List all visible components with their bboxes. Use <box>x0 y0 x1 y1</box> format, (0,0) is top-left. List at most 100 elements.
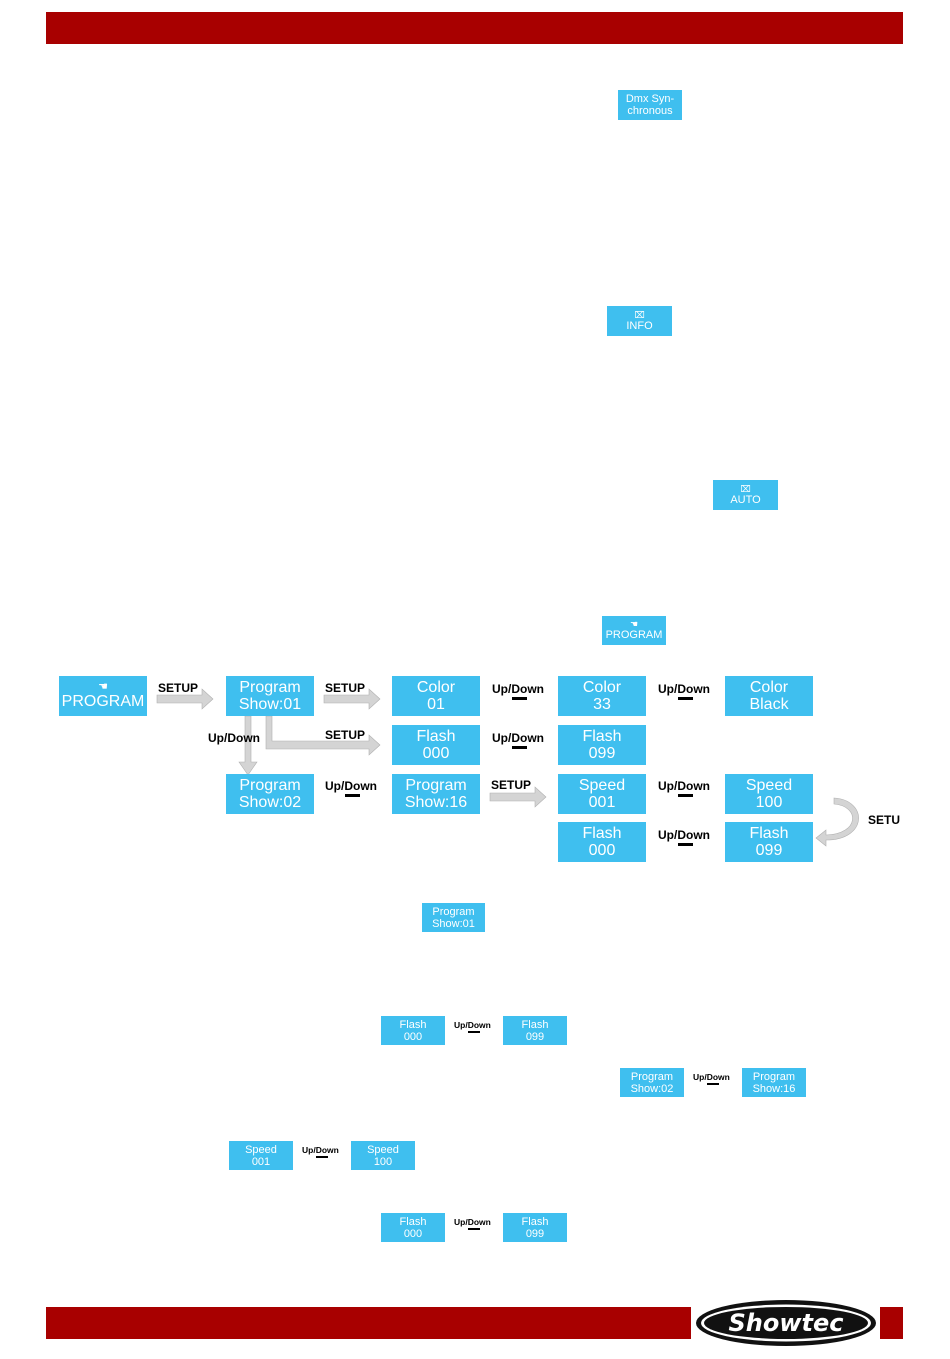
inline-speed100: Speed 100 <box>351 1141 415 1170</box>
diagram-program: ☚ PROGRAM <box>59 676 147 716</box>
diagram-flash000-a: Flash 000 <box>392 725 480 765</box>
info-icon: ⌧ <box>634 309 645 320</box>
badge-label: INFO <box>626 319 653 332</box>
updown-label: Up/Down <box>658 779 710 793</box>
badge-line-1: Speed <box>245 1143 277 1156</box>
arrow-setup-3 <box>489 786 547 808</box>
box-line-1: Color <box>749 679 789 696</box>
badge-line-2: 100 <box>373 1155 393 1168</box>
badge-line-1: Flash <box>399 1215 427 1228</box>
hand-icon: ☚ <box>629 619 639 629</box>
badge-line-1: Speed <box>367 1143 399 1156</box>
box-line-1: Flash <box>582 825 622 842</box>
updown-dash <box>345 794 360 797</box>
diagram-flash000-b: Flash 000 <box>558 822 646 862</box>
info-badge: ⌧ INFO <box>607 306 672 336</box>
updown-dash <box>678 794 693 797</box>
setup-label: SETUP <box>325 681 366 695</box>
box-line-1: Flash <box>416 728 456 745</box>
logo-text: Showtec <box>728 1309 843 1337</box>
diagram-color-black: Color Black <box>725 676 813 716</box>
arrow-setup-elbow <box>265 715 381 756</box>
inline-program-show16: Program Show:16 <box>742 1068 806 1097</box>
auto-icon: ⌧ <box>740 483 751 494</box>
badge-line-2: chronous <box>627 105 673 117</box>
box-line-2: 33 <box>593 696 611 713</box>
box-line-1: Speed <box>745 777 793 794</box>
badge-line-1: Program <box>630 1070 674 1083</box>
box-label: PROGRAM <box>61 693 145 710</box>
updown-label: Up/Down <box>658 682 710 696</box>
updown-dash <box>707 1083 719 1085</box>
badge-label: PROGRAM <box>605 629 663 641</box>
inline-speed001: Speed 001 <box>229 1141 293 1170</box>
updown-dash <box>678 697 693 700</box>
diagram-program-show01: Program Show:01 <box>226 676 314 716</box>
box-line-2: Show:16 <box>404 794 468 811</box>
updown-dash <box>678 843 693 846</box>
badge-line-2: Show:02 <box>630 1082 674 1095</box>
diagram-speed100: Speed 100 <box>725 774 813 814</box>
updown-dash <box>468 1228 480 1230</box>
badge-line-2: 099 <box>525 1030 545 1043</box>
footer-bar-right <box>880 1307 903 1339</box>
box-line-1: Speed <box>578 777 626 794</box>
updown-label: Up/Down <box>658 828 710 842</box>
box-line-1: Color <box>416 679 456 696</box>
updown-label: Up/Down <box>208 731 260 745</box>
box-line-2: Show:01 <box>238 696 302 713</box>
diagram-program-show16: Program Show:16 <box>392 774 480 814</box>
setup-label: SETUP <box>325 728 366 742</box>
diagram-speed001: Speed 001 <box>558 774 646 814</box>
badge-label: AUTO <box>730 493 761 506</box>
updown-label: Up/Down <box>693 1072 730 1082</box>
setup-label-cut: SETU <box>868 813 901 827</box>
badge-line-2: 000 <box>403 1227 423 1240</box>
box-line-1: Flash <box>749 825 789 842</box>
box-line-2: 099 <box>588 745 616 762</box>
box-line-1: Color <box>582 679 622 696</box>
box-line-1: Program <box>239 777 301 794</box>
badge-line-1: Program <box>432 905 475 918</box>
box-line-2: Show:02 <box>238 794 302 811</box>
hand-icon: ☚ <box>98 681 108 693</box>
setup-label: SETUP <box>158 681 199 695</box>
badge-line-1: Flash <box>521 1018 549 1031</box>
badge-line-1: Program <box>752 1070 796 1083</box>
box-line-1: Program <box>405 777 467 794</box>
updown-dash <box>468 1031 480 1033</box>
footer-bar-left <box>46 1307 691 1339</box>
showtec-logo: Showtec <box>696 1300 876 1346</box>
updown-dash <box>512 746 527 749</box>
badge-line-1: Dmx Syn- <box>625 93 675 105</box>
inline-program-show02: Program Show:02 <box>620 1068 684 1097</box>
header-bar <box>46 12 903 44</box>
badge-line-2: 001 <box>251 1155 271 1168</box>
box-line-2: 100 <box>755 794 783 811</box>
badge-line-2: 099 <box>525 1227 545 1240</box>
arrow-setup-1 <box>156 688 214 710</box>
diagram-program-show02: Program Show:02 <box>226 774 314 814</box>
dmx-synchronous-badge: Dmx Syn- chronous <box>618 90 682 120</box>
diagram-flash099-a: Flash 099 <box>558 725 646 765</box>
updown-label: Up/Down <box>454 1217 491 1227</box>
diagram-color01: Color 01 <box>392 676 480 716</box>
box-line-1: Flash <box>582 728 622 745</box>
inline-flash099-1: Flash 099 <box>503 1016 567 1045</box>
arrow-curve <box>815 797 859 847</box>
diagram-color33: Color 33 <box>558 676 646 716</box>
updown-label: Up/Down <box>325 779 377 793</box>
inline-program-show01: Program Show:01 <box>422 903 485 932</box>
updown-dash <box>316 1156 328 1158</box>
updown-label: Up/Down <box>492 731 544 745</box>
box-line-2: 000 <box>422 745 450 762</box>
setup-label: SETUP <box>491 778 532 792</box>
badge-line-2: Show:16 <box>752 1082 796 1095</box>
arrow-setup-2 <box>323 688 381 710</box>
badge-line-2: 000 <box>403 1030 423 1043</box>
badge-line-2: Show:01 <box>432 917 475 930</box>
inline-flash099-2: Flash 099 <box>503 1213 567 1242</box>
inline-flash000-2: Flash 000 <box>381 1213 445 1242</box>
inline-flash000-1: Flash 000 <box>381 1016 445 1045</box>
